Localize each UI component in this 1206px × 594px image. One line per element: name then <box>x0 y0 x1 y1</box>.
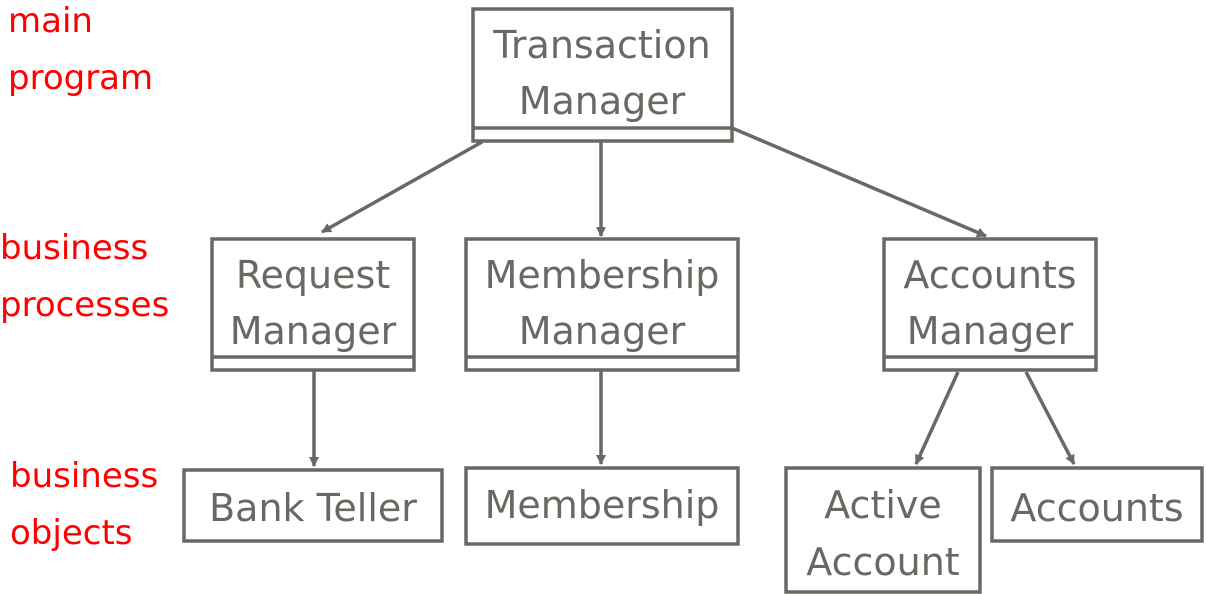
box-text: Bank Teller <box>209 486 417 530</box>
box-text: Transaction <box>492 23 710 67</box>
box-accounts: Accounts <box>990 466 1204 543</box>
box-text: Active <box>824 483 942 527</box>
arrow-tm-request <box>321 140 483 234</box>
box-text: Manager <box>907 309 1074 353</box>
level-label-business-objects-1: business <box>10 456 158 496</box>
box-membership: Membership <box>464 466 740 546</box>
level-label-business-processes-1: business <box>0 228 148 268</box>
box-text: Request <box>236 253 390 297</box>
box-text: Membership <box>485 253 720 297</box>
box-text: Manager <box>519 309 686 353</box>
level-label-main: main <box>8 1 93 41</box>
level-label-business-processes-2: processes <box>0 285 169 325</box>
level-label-program: program <box>8 58 153 98</box>
box-active-account: Active Account <box>784 466 982 594</box>
arrow-accountsmgr-active <box>914 371 960 465</box>
box-membership-manager: Membership Manager <box>464 237 740 372</box>
box-transaction-manager: Transaction Manager <box>471 7 734 143</box>
box-text: Manager <box>519 79 686 123</box>
arrows <box>309 126 1076 467</box>
box-accounts-manager: Accounts Manager <box>882 237 1098 372</box>
level-label-business-objects-2: objects <box>10 513 133 553</box>
box-text: Accounts <box>1010 486 1183 530</box>
box-bank-teller: Bank Teller <box>182 468 444 543</box>
box-request-manager: Request Manager <box>210 237 416 372</box>
box-text: Membership <box>485 483 720 527</box>
box-text: Manager <box>230 309 397 353</box>
arrow-tm-accounts <box>731 126 987 238</box>
arrow-accountsmgr-accounts <box>1024 371 1076 465</box>
box-text: Account <box>806 540 959 584</box>
box-text: Accounts <box>903 253 1076 297</box>
